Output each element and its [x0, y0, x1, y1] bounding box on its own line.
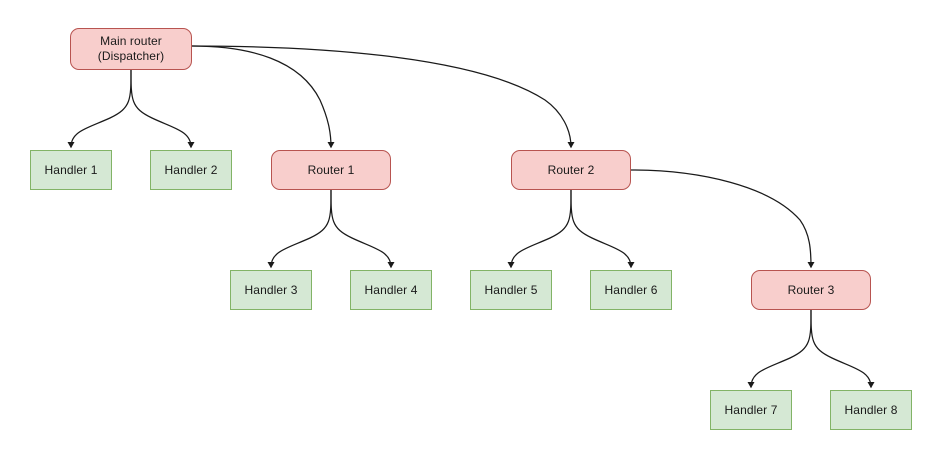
edge-main-to-router-1	[191, 45, 335, 149]
node-main-router-label: Main router (Dispatcher)	[97, 34, 165, 63]
node-router-3[interactable]: Router 3	[751, 270, 871, 310]
node-handler-4-label: Handler 4	[364, 282, 418, 297]
node-handler-1[interactable]: Handler 1	[30, 150, 112, 190]
node-handler-7[interactable]: Handler 7	[710, 390, 792, 430]
node-handler-3[interactable]: Handler 3	[230, 270, 312, 310]
node-handler-5-label: Handler 5	[484, 282, 538, 297]
edge-router-3-to-handler-7	[747, 309, 812, 389]
node-handler-8[interactable]: Handler 8	[830, 390, 912, 430]
node-handler-4[interactable]: Handler 4	[350, 270, 432, 310]
edge-router-1-to-handler-3	[267, 189, 332, 269]
edge-main-to-handler-1	[67, 69, 132, 149]
node-router-2-label: Router 2	[547, 162, 595, 177]
node-router-1-label: Router 1	[307, 162, 355, 177]
node-handler-2[interactable]: Handler 2	[150, 150, 232, 190]
node-handler-6-label: Handler 6	[604, 282, 658, 297]
node-handler-3-label: Handler 3	[244, 282, 298, 297]
node-main-router[interactable]: Main router (Dispatcher)	[70, 28, 192, 70]
edge-main-to-router-2	[191, 45, 575, 149]
node-handler-6[interactable]: Handler 6	[590, 270, 672, 310]
edge-paths	[67, 45, 875, 389]
edge-main-to-handler-2	[130, 69, 195, 149]
node-handler-8-label: Handler 8	[844, 402, 898, 417]
edge-router-1-to-handler-4	[330, 189, 395, 269]
node-handler-2-label: Handler 2	[164, 162, 218, 177]
node-router-3-label: Router 3	[787, 282, 835, 297]
node-router-1[interactable]: Router 1	[271, 150, 391, 190]
node-handler-5[interactable]: Handler 5	[470, 270, 552, 310]
edge-router-2-to-handler-6	[570, 189, 635, 269]
edge-router-2-to-handler-5	[507, 189, 572, 269]
node-handler-7-label: Handler 7	[724, 402, 778, 417]
edge-router-3-to-handler-8	[810, 309, 875, 389]
node-router-2[interactable]: Router 2	[511, 150, 631, 190]
node-handler-1-label: Handler 1	[44, 162, 98, 177]
edge-router-2-to-router-3	[630, 169, 815, 269]
